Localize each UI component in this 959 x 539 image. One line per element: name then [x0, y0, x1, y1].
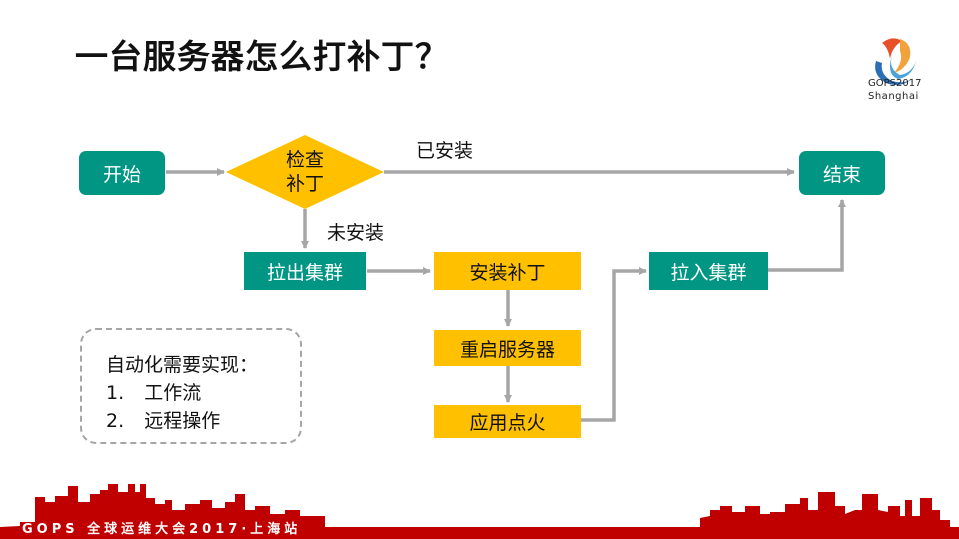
- start-label: 开始: [102, 163, 141, 186]
- drain-label: 拉出集群: [266, 261, 343, 284]
- gops-logo-icon: [875, 38, 916, 85]
- smoke-test-node: 应用点火: [434, 405, 581, 438]
- edge-label-installed: 已安装: [416, 140, 474, 162]
- install-label: 安装补丁: [469, 261, 546, 284]
- drain-node: 拉出集群: [244, 252, 366, 290]
- install-patch-node: 安装补丁: [434, 252, 581, 290]
- reboot-node: 重启服务器: [434, 330, 581, 366]
- note-item-2: 2. 远程操作: [106, 406, 220, 433]
- check-patch-decision: 检查 补丁: [262, 145, 348, 199]
- note-item-number: 2.: [106, 410, 125, 432]
- note-item-text: 工作流: [144, 382, 202, 404]
- check-label-line2: 补丁: [285, 173, 324, 195]
- page-title: 一台服务器怎么打补丁？: [75, 37, 449, 76]
- smoke-label: 应用点火: [469, 412, 546, 434]
- rejoin-label: 拉入集群: [670, 261, 747, 284]
- edge-label-not-installed: 未安装: [327, 222, 385, 244]
- start-node: 开始: [79, 151, 165, 195]
- skyline-banner-icon: [0, 484, 959, 539]
- footer-event-title: GOPS 全球运维大会2017·上海站: [22, 522, 302, 537]
- note-item-number: 1.: [106, 382, 125, 404]
- note-heading: 自动化需要实现：: [106, 354, 259, 376]
- reboot-label: 重启服务器: [459, 338, 555, 361]
- logo-text-city: Shanghai: [868, 91, 919, 102]
- requirements-note: [80, 328, 302, 444]
- end-label: 结束: [822, 163, 861, 186]
- rejoin-node: 拉入集群: [649, 252, 768, 290]
- check-label-line1: 检查: [285, 149, 324, 171]
- note-item-text: 远程操作: [144, 410, 221, 432]
- end-node: 结束: [799, 151, 885, 195]
- logo-text-gops: GOPS2017: [868, 78, 922, 89]
- note-item-1: 1. 工作流: [106, 378, 201, 405]
